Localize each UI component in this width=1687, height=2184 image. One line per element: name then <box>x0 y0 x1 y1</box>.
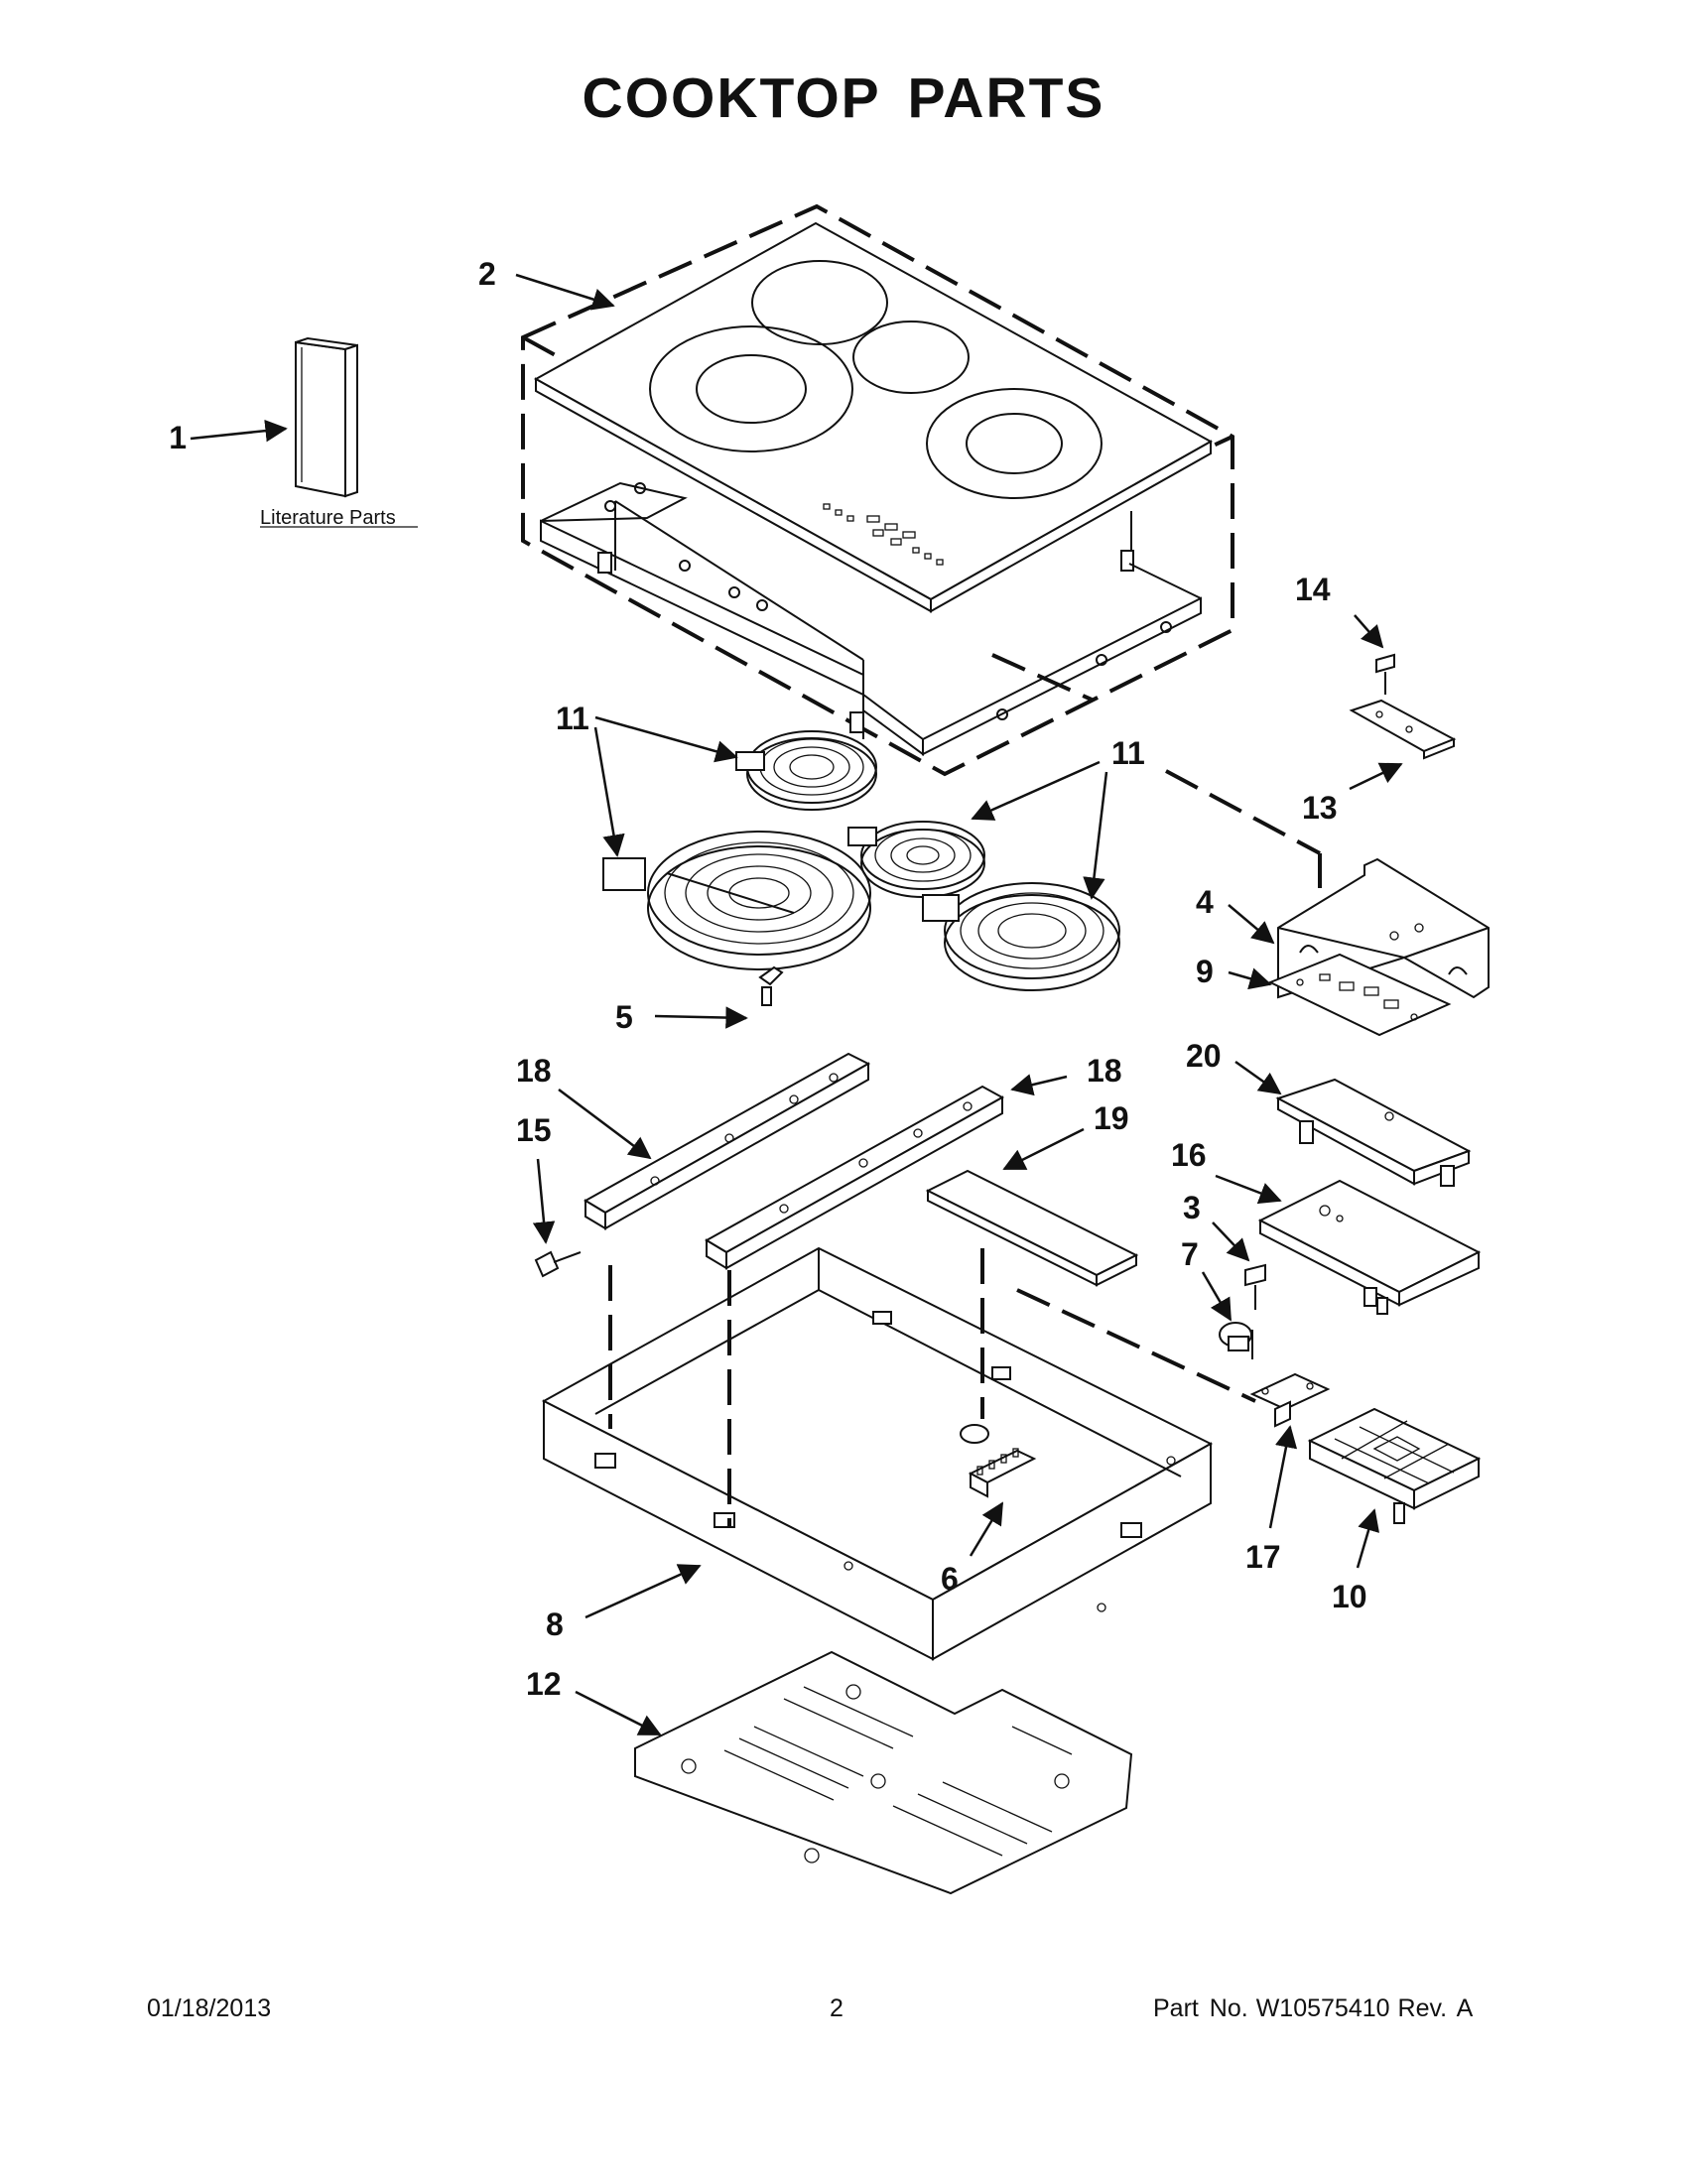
leader-14 <box>1354 614 1384 649</box>
terminal-bracket-part-17 <box>1249 1372 1331 1428</box>
callout-18-right: 18 <box>1087 1053 1122 1089</box>
radiant-element-large <box>602 831 871 970</box>
screw-part-15 <box>534 1250 582 1278</box>
callout-18-left: 18 <box>516 1053 552 1089</box>
callout-17: 17 <box>1245 1539 1281 1575</box>
leader-11-left-a <box>594 715 738 763</box>
support-rail-part-18-left <box>584 1052 871 1230</box>
callout-3: 3 <box>1183 1190 1201 1225</box>
leader-1 <box>190 419 288 443</box>
callout-11-left: 11 <box>556 701 589 736</box>
support-rail-part-18-right <box>705 1085 1005 1270</box>
leader-12 <box>575 1690 662 1736</box>
callout-10: 10 <box>1332 1579 1367 1614</box>
channel-part-19 <box>925 1169 1139 1287</box>
leader-9 <box>1228 967 1272 990</box>
callout-6: 6 <box>941 1561 959 1597</box>
leader-4 <box>1228 904 1275 945</box>
leader-17 <box>1268 1425 1298 1529</box>
dash-frame-to-4b <box>1165 769 1321 855</box>
touch-controls <box>823 503 944 566</box>
base-pan-part-8 <box>541 1246 1214 1661</box>
radiant-element-small-rear <box>735 730 877 811</box>
leader-15 <box>532 1158 556 1244</box>
leader-16 <box>1215 1174 1282 1205</box>
callout-20: 20 <box>1186 1038 1222 1074</box>
dash-frame-to-4a <box>991 653 1093 702</box>
leader-19 <box>1002 1127 1085 1171</box>
bottom-plate-part-12 <box>634 1650 1133 1895</box>
callout-8: 8 <box>546 1606 564 1642</box>
dash-bracket-line <box>1016 1288 1256 1403</box>
part-number-value: W10575410 <box>1255 1994 1390 2022</box>
footer-page-number: 2 <box>830 1994 844 2022</box>
callout-13: 13 <box>1302 790 1338 826</box>
callout-12: 12 <box>526 1666 562 1702</box>
leader-11-right-b <box>1083 771 1108 900</box>
callout-1: 1 <box>169 420 187 455</box>
control-board-part-9 <box>1267 953 1452 1037</box>
switch-part-7 <box>1219 1322 1253 1359</box>
leader-13 <box>1349 762 1403 791</box>
part-number-label: Part No. <box>1153 1994 1248 2022</box>
callout-14: 14 <box>1295 572 1331 607</box>
leader-11-left-b <box>593 726 625 857</box>
callout-16: 16 <box>1171 1137 1207 1173</box>
screw-part-14 <box>1375 653 1395 695</box>
leader-3 <box>1212 1221 1250 1262</box>
callout-5: 5 <box>615 999 633 1035</box>
leader-6 <box>969 1501 1004 1557</box>
callout-19: 19 <box>1094 1100 1129 1136</box>
leader-7 <box>1201 1271 1233 1322</box>
page-title: COOKTOP PARTS <box>582 66 1105 130</box>
terminal-block-part-6 <box>968 1448 1037 1498</box>
footer-date: 01/18/2013 <box>147 1994 272 2022</box>
cooktop-glass-assembly-2 <box>521 203 1234 777</box>
leader-18-right <box>1010 1074 1068 1096</box>
literature-part-1 <box>295 336 358 498</box>
leader-5 <box>654 1006 748 1029</box>
callout-2: 2 <box>478 256 496 292</box>
callout-11-right: 11 <box>1111 735 1145 771</box>
leader-8 <box>584 1564 702 1619</box>
bracket-part-13 <box>1349 699 1457 760</box>
leader-2 <box>515 273 615 311</box>
revision-label: Rev. A <box>1397 1994 1474 2022</box>
screw-part-3 <box>1244 1263 1266 1310</box>
radiant-element-medium-right <box>922 882 1120 991</box>
bracket-part-10 <box>1307 1407 1482 1524</box>
callout-7: 7 <box>1181 1236 1199 1272</box>
cover-plate-part-16 <box>1257 1179 1482 1315</box>
leader-10 <box>1356 1508 1379 1569</box>
limiter-part-5 <box>758 965 784 1006</box>
literature-parts-label: Literature Parts <box>260 507 396 529</box>
board-bracket-part-20 <box>1275 1078 1472 1187</box>
callout-9: 9 <box>1196 954 1214 989</box>
leader-11-right-a <box>971 760 1101 821</box>
callout-15: 15 <box>516 1112 552 1148</box>
leader-20 <box>1234 1060 1282 1095</box>
leader-18-left <box>558 1089 652 1160</box>
callout-4: 4 <box>1196 884 1214 920</box>
